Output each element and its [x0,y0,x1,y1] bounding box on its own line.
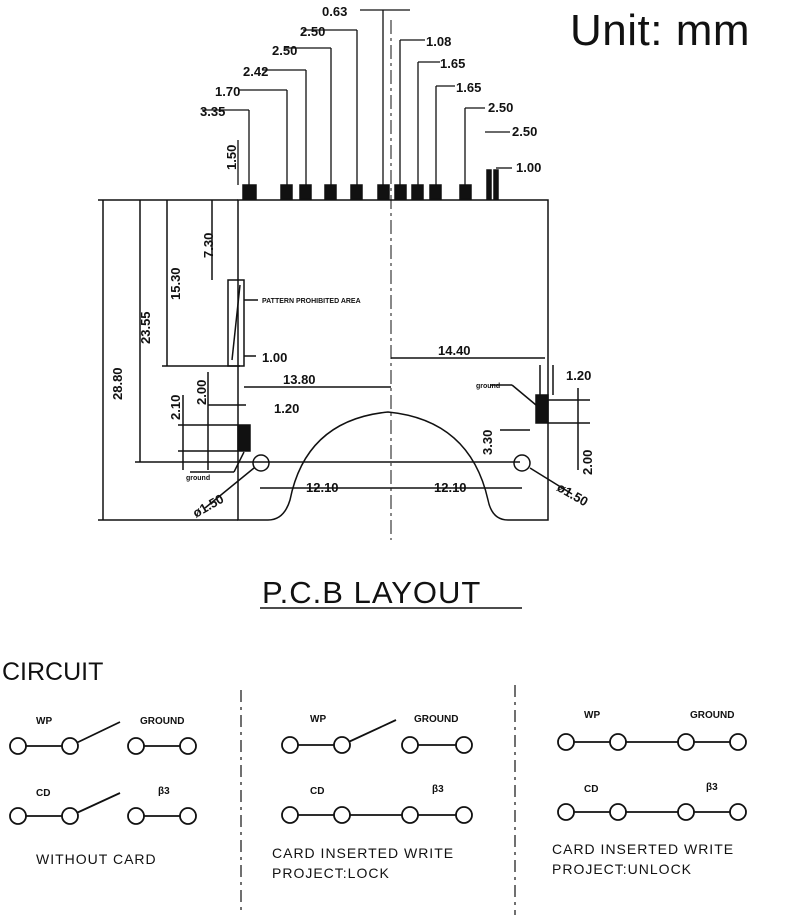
p3-ground-label: GROUND [690,710,734,721]
dim-1-00-left: 1.00 [262,350,287,365]
dim-2-00-left: 2.00 [194,380,209,405]
p1-ground-label: GROUND [140,716,184,727]
pcb-layout-title: P.C.B LAYOUT [262,575,481,610]
dim-2-50-b: 2.50 [272,43,297,58]
dim-2-42: 2.42 [243,64,268,79]
dim-1-70: 1.70 [215,84,240,99]
top-dimension-labels: 0.63 2.50 1.08 2.50 1.65 2.42 1.65 1.70 … [200,4,541,175]
top-pads [242,169,499,200]
p2-caption-line2: PROJECT:LOCK [272,865,390,881]
dim-2-10: 2.10 [168,395,183,420]
dim-1-00-top: 1.00 [516,160,541,175]
left-dimension-labels: 28.80 23.55 15.30 7.30 1.00 2.10 2.00 1.… [110,233,299,420]
p1-wp-label: WP [36,716,52,727]
p2-caption-line1: CARD INSERTED WRITE [272,845,454,861]
dim-3-35: 3.35 [200,104,225,119]
dim-2-00-right: 2.00 [580,450,595,475]
p3-caption-line1: CARD INSERTED WRITE [552,841,734,857]
dim-1-50: 1.50 [224,145,239,170]
p3-wp-label: WP [584,710,600,721]
p2-g3-label: β3 [432,784,444,795]
dim-23-55: 23.55 [138,311,153,344]
circuit-panel-without-card [9,721,197,825]
p2-ground-label: GROUND [414,714,458,725]
dim-1-65-b: 1.65 [456,80,481,95]
dim-2-50-a: 2.50 [300,24,325,39]
circuit-title: CIRCUIT [2,658,103,686]
dim-0-63: 0.63 [322,4,347,19]
dim-hole-right: ø1.50 [555,480,591,510]
circuit-panel-write-unlock [557,733,747,821]
dim-14-40: 14.40 [438,343,471,358]
p3-cd-label: CD [584,784,598,795]
top-leaders [202,9,512,185]
dim-12-10-left: 12.10 [306,480,339,495]
center-dimension-labels: 13.80 14.40 12.10 12.10 [283,343,471,495]
p2-wp-label: WP [310,714,326,725]
p1-g3-label: β3 [158,786,170,797]
dim-1-08: 1.08 [426,34,451,49]
dim-2-50-d: 2.50 [512,124,537,139]
pcb-outline [98,20,590,540]
dim-15-30: 15.30 [168,267,183,300]
p1-cd-label: CD [36,788,50,799]
p2-cd-label: CD [310,786,324,797]
dim-28-80: 28.80 [110,367,125,400]
p1-caption: WITHOUT CARD [36,851,157,867]
dim-12-10-right: 12.10 [434,480,467,495]
dim-2-50-c: 2.50 [488,100,513,115]
unit-label: Unit: mm [570,6,750,55]
dim-1-20-left: 1.20 [274,401,299,416]
note-pattern-prohibited: PATTERN PROHIBITED AREA [262,298,361,305]
circuit-panel-write-lock [281,719,473,824]
dim-1-20-right: 1.20 [566,368,591,383]
dim-1-65-a: 1.65 [440,56,465,71]
dim-hole-left: ø1.50 [190,491,226,521]
p3-caption-line2: PROJECT:UNLOCK [552,861,692,877]
note-ground-left: ground [186,475,210,482]
dim-13-80: 13.80 [283,372,316,387]
note-ground-right: ground [476,383,500,390]
p3-g3-label: β3 [706,782,718,793]
dim-7-30: 7.30 [201,233,216,258]
dim-3-30: 3.30 [480,430,495,455]
